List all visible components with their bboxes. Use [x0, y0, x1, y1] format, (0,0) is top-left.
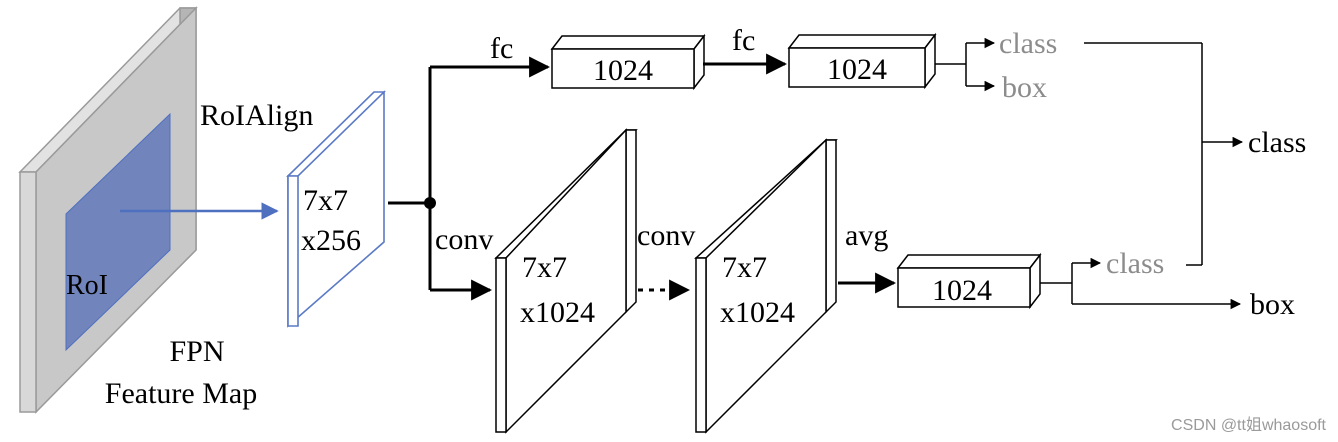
- fc-box-1: [550, 33, 706, 91]
- conv-block-1-side: [625, 129, 637, 314]
- fc-box-2-top: [787, 34, 937, 49]
- roialign-dim-line2: x256: [301, 224, 361, 257]
- conv-fc-box-value: 1024: [932, 274, 992, 307]
- feature-map-title-line2: Feature Map: [105, 377, 257, 410]
- roi-label: RoI: [66, 270, 108, 301]
- feature-map-title-line1: FPN: [169, 335, 224, 368]
- conv-block-1-dim-line2: x1024: [520, 296, 595, 329]
- conv-block-2-edge: [695, 257, 707, 433]
- roialign-dim-line1: 7x7: [303, 184, 348, 217]
- roialign-edge-face: [287, 175, 299, 327]
- fc-box-1-front: [551, 48, 695, 89]
- conv-fc-box-top: [896, 254, 1042, 269]
- fc-class-output: class: [999, 27, 1057, 60]
- conv1-label: conv: [435, 223, 493, 256]
- watermark: CSDN @tt姐whaosoft: [1171, 416, 1327, 434]
- fc-box-2-front: [788, 47, 926, 88]
- conv-block-2-dim-line1: 7x7: [722, 251, 767, 284]
- conv-block-1-dim-line1: 7x7: [522, 251, 567, 284]
- conv-block-2-face: [705, 138, 827, 434]
- fpn-feature-map: [18, 6, 198, 414]
- roi-region: [65, 112, 171, 352]
- feature-map-edge-face: [19, 171, 37, 413]
- fc2-label: fc: [732, 24, 755, 57]
- conv-fc-box-front: [897, 267, 1031, 308]
- conv-fc-box: [896, 252, 1042, 310]
- conv-block-2-dim-line2: x1024: [720, 296, 795, 329]
- conv-block-2: [694, 138, 838, 434]
- avg-label: avg: [845, 219, 888, 252]
- conv-block-2-side: [825, 139, 837, 314]
- roialign-plane: [286, 90, 386, 328]
- conv-block-1: [494, 128, 638, 434]
- fc-box-2-value: 1024: [827, 53, 887, 86]
- conv2-label: conv: [637, 219, 695, 252]
- final-class-output: class: [1248, 126, 1306, 159]
- fc-box-1-top: [550, 35, 706, 50]
- fc-box-1-value: 1024: [593, 54, 653, 87]
- fc1-label: fc: [490, 32, 513, 65]
- fc-box-output: box: [1002, 71, 1047, 104]
- roialign-label: RoIAlign: [200, 99, 313, 132]
- final-box-output: box: [1250, 288, 1295, 321]
- fc-box-2: [787, 32, 937, 90]
- conv-block-1-edge: [495, 257, 507, 433]
- conv-class-output: class: [1106, 247, 1164, 280]
